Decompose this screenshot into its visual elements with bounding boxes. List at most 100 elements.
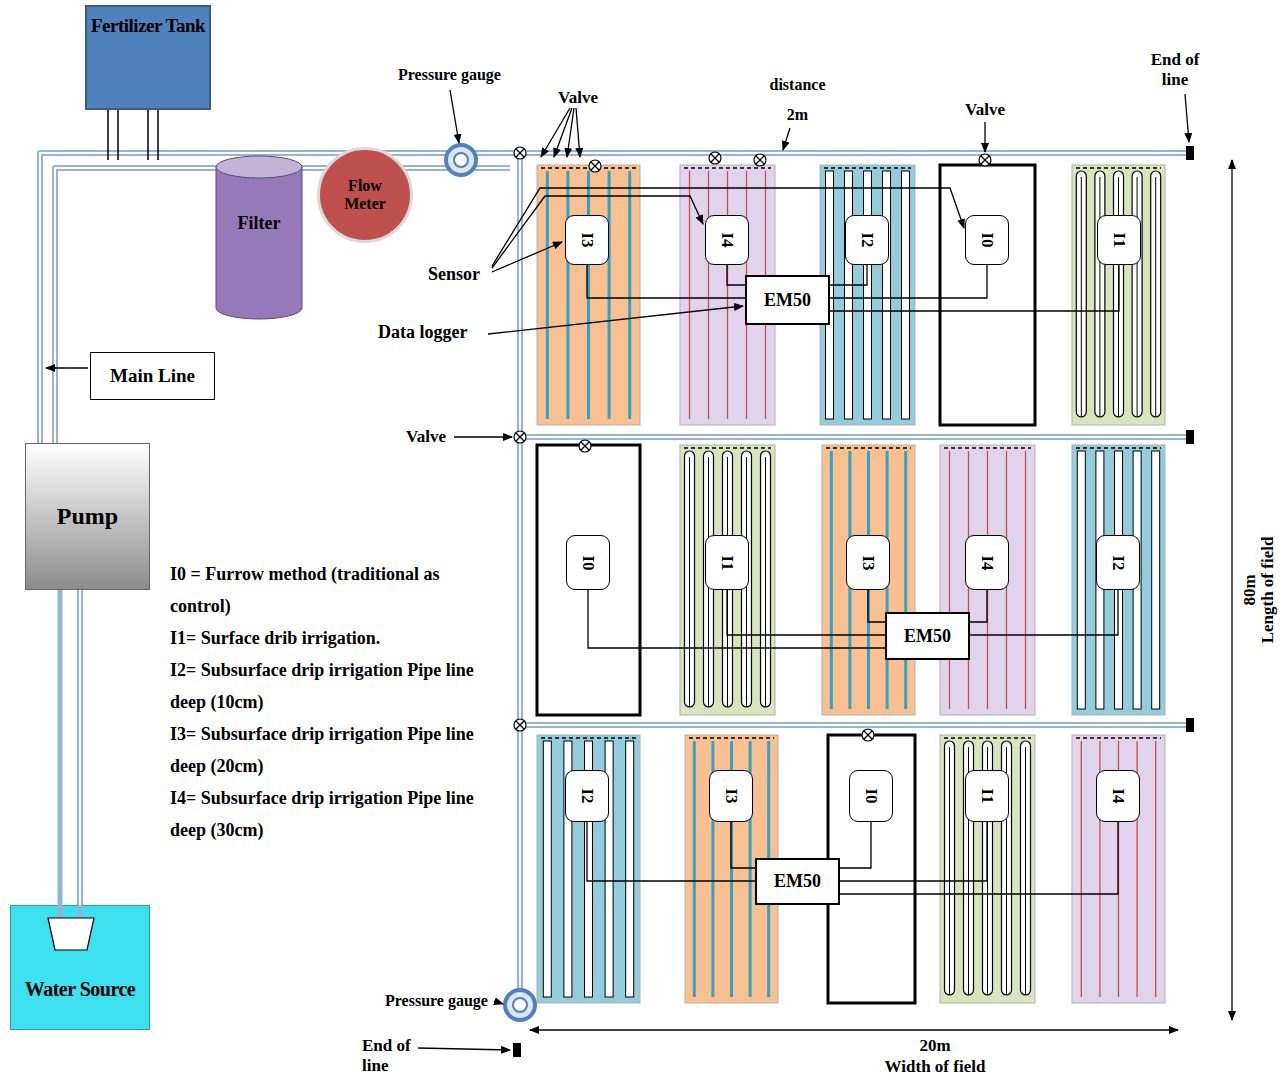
annotation-label: End of line	[1140, 50, 1210, 89]
drip-loop	[1025, 747, 1026, 995]
data-logger: EM50	[885, 612, 970, 660]
node-text: Filter	[238, 213, 281, 234]
annotation-label: Width of field	[835, 1057, 1035, 1077]
drip-loop	[1021, 741, 1031, 995]
plot-area	[822, 445, 915, 715]
dimension-arrow	[530, 1029, 1178, 1030]
valve-symbol	[864, 731, 872, 739]
drip-loop	[949, 747, 950, 995]
cylinder-top	[216, 156, 302, 178]
legend-text-block: I0 = Furrow method (traditional as contr…	[170, 558, 500, 846]
drip-tube	[1152, 451, 1160, 709]
drip-line	[628, 171, 631, 419]
pipe	[40, 153, 1190, 443]
leader-arrow	[492, 196, 703, 268]
pressure-gauge	[505, 990, 535, 1020]
leader-arrow	[576, 108, 580, 157]
end-cap	[513, 1043, 521, 1057]
node-text: I0	[578, 555, 598, 570]
node-text: I2	[577, 788, 597, 803]
node-text: I1	[717, 555, 737, 570]
leader-arrow	[783, 128, 790, 150]
end-cap	[1186, 718, 1194, 732]
sensor-cable	[840, 822, 1118, 894]
drip-loop	[1137, 177, 1138, 417]
leader-arrow	[46, 367, 88, 368]
pipe	[79, 590, 81, 918]
plot-edge	[1076, 447, 1161, 449]
injector-pipe	[147, 110, 149, 160]
plot-area	[940, 445, 1035, 715]
drip-loop	[765, 457, 766, 707]
plot	[680, 445, 775, 715]
data-logger: EM50	[745, 275, 830, 325]
node-text: EM50	[764, 290, 811, 311]
node-text: I2	[1108, 555, 1128, 570]
drip-line	[693, 741, 696, 997]
annotation-label: 2m	[775, 106, 820, 124]
valve-symbol	[754, 154, 766, 166]
annotation-label: Valve	[406, 427, 454, 447]
node-text: I3	[721, 788, 741, 803]
drip-loop	[1155, 177, 1156, 417]
annotation-label: distance	[755, 76, 840, 94]
pipe	[40, 153, 1190, 443]
leader-arrow	[541, 108, 570, 157]
treatment-note: I4= Subsurface drip irrigation Pipe line…	[170, 782, 500, 846]
plot	[820, 165, 915, 425]
valve-symbol	[514, 719, 526, 731]
sensor-tag: I2	[1096, 535, 1140, 590]
drip-loop	[1132, 171, 1142, 417]
sensor-cable	[588, 590, 885, 648]
plot	[537, 735, 640, 1003]
drip-line	[727, 171, 728, 419]
sensor-tag: I0	[965, 215, 1009, 265]
injector-pipe	[117, 110, 119, 160]
valve-symbol	[862, 729, 874, 741]
plot-edge	[684, 167, 771, 169]
annotation-label: Pressure gauge	[385, 992, 497, 1010]
plot-area	[537, 735, 640, 1003]
annotation-label: Pressure gauge	[392, 66, 507, 84]
dimension-arrow	[1231, 160, 1232, 1020]
drip-line	[1025, 451, 1026, 709]
valve-symbol	[514, 431, 526, 443]
node-text: I4	[977, 555, 997, 570]
leader-arrow	[1185, 94, 1189, 142]
node-text: I0	[977, 232, 997, 247]
drip-loop	[761, 451, 771, 707]
valve-symbol	[981, 156, 989, 164]
drip-line	[546, 171, 549, 419]
pipe	[519, 153, 521, 1000]
treatment-note: I3= Subsurface drip irrigation Pipe line…	[170, 718, 500, 782]
node-text: Pump	[57, 503, 118, 530]
pressure-gauge	[454, 153, 468, 167]
node-text: I1	[977, 788, 997, 803]
valve-symbol	[516, 721, 524, 729]
drip-loop	[1099, 177, 1100, 417]
pipe	[77, 590, 83, 918]
leader-arrow	[494, 1001, 503, 1004]
valve-symbol	[756, 156, 764, 164]
leader-arrow	[450, 90, 459, 143]
annotation-label: 20m	[885, 1036, 985, 1056]
annotation-label: Data logger	[378, 322, 488, 343]
pipe	[55, 168, 510, 443]
pressure-gauge	[513, 998, 527, 1012]
plot	[822, 445, 915, 715]
annotation-label: Length of field	[1258, 537, 1278, 644]
sensor-cable	[830, 265, 867, 285]
valve-symbol	[516, 433, 524, 441]
sensor-cable	[727, 590, 885, 635]
leader-arrow	[984, 122, 985, 152]
drip-line	[904, 451, 907, 709]
plot-edge	[541, 167, 636, 169]
leader-arrow	[492, 188, 964, 266]
node-text: I0	[861, 788, 881, 803]
node-text: I4	[717, 232, 737, 247]
pipe	[520, 434, 1190, 440]
label-box: Main Line	[90, 352, 215, 400]
